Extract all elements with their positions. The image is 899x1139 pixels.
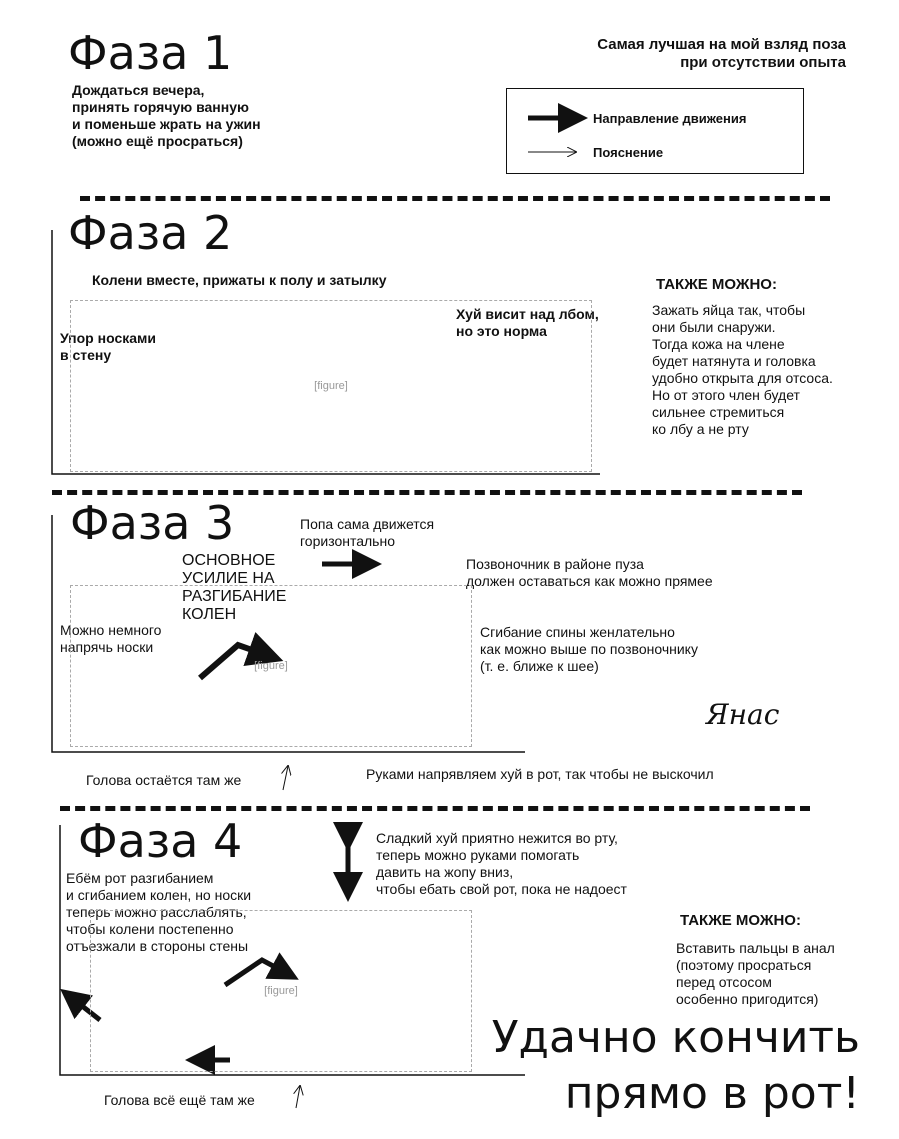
ground-line-4: [59, 825, 525, 1076]
phase3-bend: Сгибание спины женлательно как можно выш…: [480, 624, 698, 674]
phase4-left: Ебём рот разгибанием и сгибанием колен, …: [66, 870, 252, 954]
upleft-arrow-4: [60, 988, 102, 1022]
phase4-head: Голова всё ещё там же: [104, 1092, 255, 1108]
legend-thin-label: Пояснение: [593, 145, 664, 160]
legend-box: Направление движения Пояснение: [506, 88, 804, 174]
figure-placeholder: [figure]: [70, 300, 592, 472]
phase1-title: Фаза 1: [68, 26, 233, 80]
phase2-knees: Колени вместе, прижаты к полу и затылку: [92, 272, 387, 288]
phase3-effort: ОСНОВНОЕ УСИЛИЕ НА РАЗГИБАНИЕ КОЛЕН: [182, 552, 287, 623]
knee-arrow-4: [223, 952, 299, 988]
head-arrow-3: [283, 766, 288, 791]
phase3-butt: Попа сама движется горизонтально: [300, 516, 435, 549]
phase4-title: Фаза 4: [78, 814, 243, 868]
separator: [80, 196, 830, 201]
ground-line-2: [51, 230, 600, 475]
separator: [52, 490, 802, 495]
phase3-spine: Позвоночник в районе пуза должен остават…: [466, 556, 713, 589]
head-arrow-4: [296, 1086, 300, 1109]
phase1-text: Дождаться вечера, принять горячую ванную…: [72, 82, 261, 149]
final-text: Удачно кончить прямо в рот!: [491, 1012, 860, 1119]
signature: Янас: [706, 698, 780, 731]
phase2-hangs: Хуй висит над лбом, но это норма: [456, 306, 599, 339]
phase3-head: Голова остаётся там же: [86, 772, 242, 788]
phase3-title: Фаза 3: [70, 496, 235, 550]
separator: [60, 806, 810, 811]
phase3-hands: Руками напрявляем хуй в рот, так чтобы н…: [366, 766, 714, 782]
phase4-also-title: ТАКЖЕ МОЖНО:: [680, 912, 801, 929]
phase2-title: Фаза 2: [68, 206, 233, 260]
phase3-toes: Можно немного напрячь носки: [60, 622, 162, 655]
effort-arrow: [198, 632, 284, 681]
ground-line-3: [51, 515, 525, 753]
phase2-toes: Упор носками в стену: [60, 330, 156, 363]
legend-bold-label: Направление движения: [593, 111, 747, 126]
phase4-also-text: Вставить пальцы в анал (поэтому просрать…: [676, 940, 835, 1007]
figure-placeholder: [figure]: [90, 910, 472, 1072]
phase2-also-title: ТАКЖЕ МОЖНО:: [656, 276, 777, 293]
figure-placeholder: [figure]: [70, 585, 472, 747]
phase4-sweet: Сладкий хуй приятно нежится во рту, тепе…: [376, 830, 627, 897]
phase2-also-text: Зажать яйца так, чтобы они были снаружи.…: [652, 302, 833, 437]
header-title: Самая лучшая на мой взляд поза при отсут…: [597, 36, 846, 71]
